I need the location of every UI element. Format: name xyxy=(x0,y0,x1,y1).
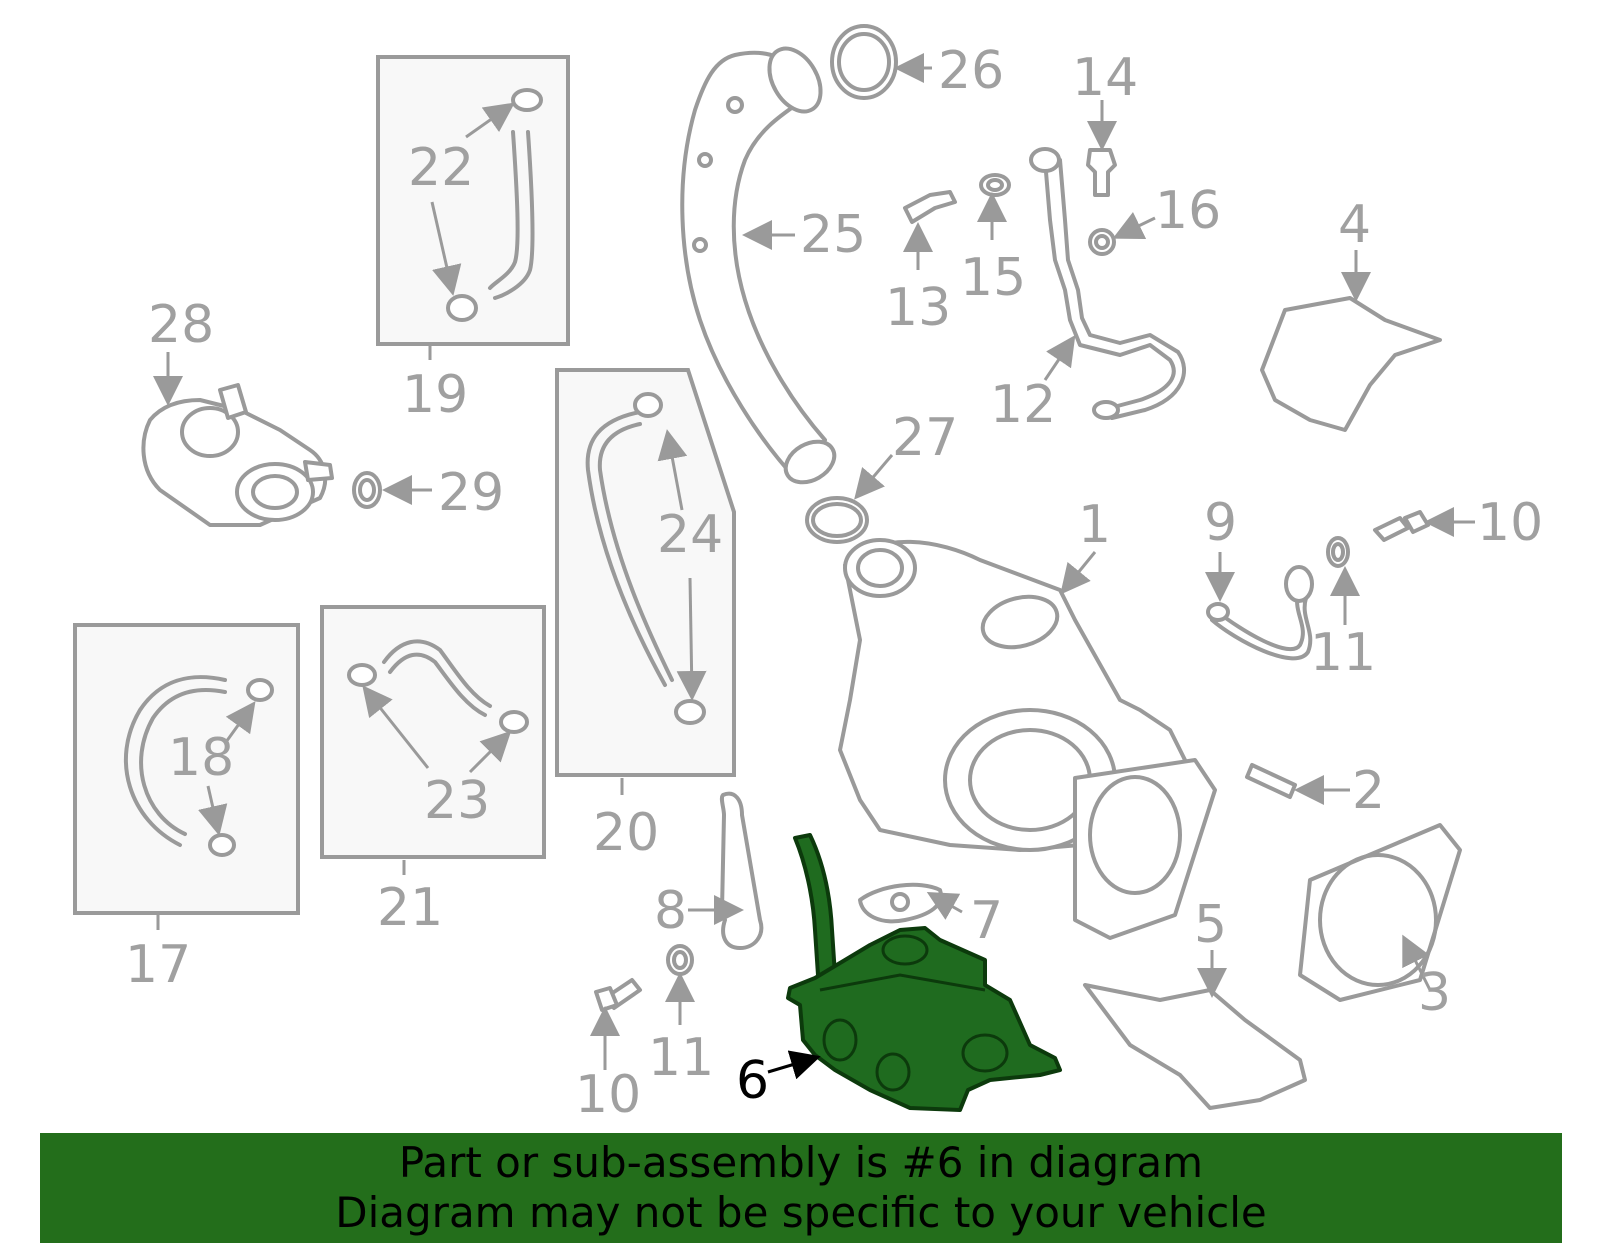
banner-line-2: Diagram may not be specific to your vehi… xyxy=(335,1188,1267,1237)
callout-18[interactable]: 18 xyxy=(168,728,234,788)
callout-10-right[interactable]: 10 xyxy=(1477,493,1543,553)
callout-8[interactable]: 8 xyxy=(654,881,687,941)
callout-17[interactable]: 17 xyxy=(125,935,191,995)
callout-20[interactable]: 20 xyxy=(593,803,659,863)
callout-11-right[interactable]: 11 xyxy=(1310,623,1376,683)
callout-22[interactable]: 22 xyxy=(408,138,474,198)
callout-28[interactable]: 28 xyxy=(148,295,214,355)
callout-10-left[interactable]: 10 xyxy=(575,1065,641,1125)
banner-line-1: Part or sub-assembly is #6 in diagram xyxy=(398,1138,1204,1187)
callout-14[interactable]: 14 xyxy=(1072,48,1138,108)
part-6-highlighted[interactable] xyxy=(767,833,1062,1112)
callout-5[interactable]: 5 xyxy=(1194,895,1227,955)
callout-9[interactable]: 9 xyxy=(1204,493,1237,553)
parts-diagram: 1 2 3 4 5 6 7 8 9 10 10 11 11 12 13 14 1… xyxy=(73,24,1543,1125)
part-1-turbocharger[interactable] xyxy=(838,538,1217,940)
callout-21[interactable]: 21 xyxy=(377,878,443,938)
part-21-hose-kit[interactable] xyxy=(320,605,546,875)
callout-4[interactable]: 4 xyxy=(1338,195,1371,255)
callout-7[interactable]: 7 xyxy=(970,891,1003,951)
info-banner: Part or sub-assembly is #6 in diagram Di… xyxy=(40,1133,1562,1243)
part-13-bolt[interactable] xyxy=(903,190,957,270)
callout-26[interactable]: 26 xyxy=(938,41,1004,101)
callout-25[interactable]: 25 xyxy=(800,205,866,265)
part-12-oil-pipe[interactable] xyxy=(1029,147,1187,420)
part-17-hose-kit[interactable] xyxy=(73,623,300,930)
callout-16[interactable]: 16 xyxy=(1155,181,1221,241)
part-29-o-ring[interactable] xyxy=(352,471,432,509)
callout-12[interactable]: 12 xyxy=(990,375,1056,435)
part-4-heat-shield[interactable] xyxy=(1260,250,1442,432)
part-27-o-ring[interactable] xyxy=(805,454,894,544)
callout-19[interactable]: 19 xyxy=(402,365,468,425)
callout-6[interactable]: 6 xyxy=(736,1051,769,1111)
part-2-stud[interactable] xyxy=(1245,763,1350,805)
part-19-hose-kit[interactable] xyxy=(376,55,570,360)
part-11-washer-a[interactable] xyxy=(1326,536,1360,625)
part-11-washer-b[interactable] xyxy=(665,944,695,1025)
part-10-bolt-b[interactable] xyxy=(590,978,642,1070)
part-25-intake-pipe[interactable] xyxy=(680,40,841,491)
part-20-hose-kit[interactable] xyxy=(555,368,736,795)
part-9-oil-line[interactable] xyxy=(1205,552,1314,661)
callout-15[interactable]: 15 xyxy=(960,248,1026,308)
part-15-washer[interactable] xyxy=(977,173,1011,240)
callout-24[interactable]: 24 xyxy=(657,505,723,565)
part-5-heat-shield[interactable] xyxy=(1083,950,1307,1110)
callout-27[interactable]: 27 xyxy=(892,408,958,468)
part-16-washer[interactable] xyxy=(1088,212,1156,256)
callout-11-left[interactable]: 11 xyxy=(648,1028,714,1088)
part-3-gasket[interactable] xyxy=(1298,823,1462,1002)
callout-29[interactable]: 29 xyxy=(438,463,504,523)
part-8-oil-tube[interactable] xyxy=(688,791,764,950)
callout-13[interactable]: 13 xyxy=(885,278,951,338)
part-7-gasket[interactable] xyxy=(858,882,963,924)
part-10-bolt-a[interactable] xyxy=(1373,507,1475,542)
callout-labels: 1 2 3 4 5 6 7 8 9 10 10 11 11 12 13 14 1… xyxy=(125,41,1543,1125)
callout-3[interactable]: 3 xyxy=(1418,963,1451,1023)
callout-2[interactable]: 2 xyxy=(1352,761,1385,821)
part-28-housing[interactable] xyxy=(141,352,334,527)
callout-1[interactable]: 1 xyxy=(1078,495,1111,555)
callout-23[interactable]: 23 xyxy=(424,771,490,831)
part-26-o-ring[interactable] xyxy=(830,24,932,100)
part-14-bolt[interactable] xyxy=(1086,100,1117,197)
